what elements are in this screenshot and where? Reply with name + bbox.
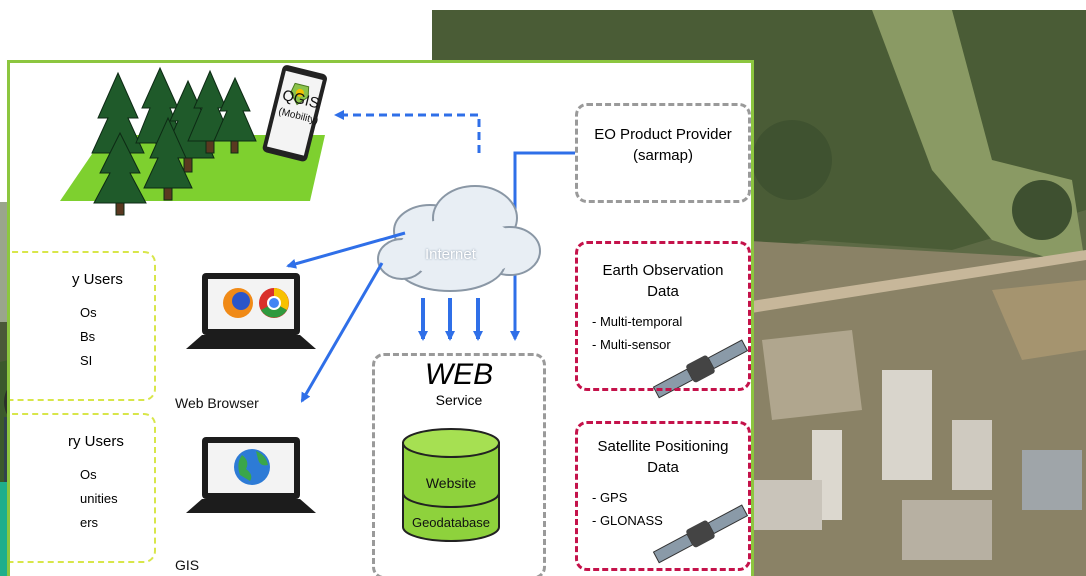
sat-pos-item: - GPS: [592, 490, 628, 505]
web-service-box: WEB Service: [372, 353, 546, 576]
satellite-image: [432, 10, 1086, 576]
database-website-label: Website: [425, 475, 477, 491]
primary-users-box: y Users Os Bs SI: [10, 251, 156, 401]
gis-label: GIS: [175, 557, 200, 573]
diagram-graphics: [60, 65, 749, 564]
eo-data-item: - Multi-temporal: [592, 314, 683, 329]
earth-observation-data-box: Earth Observation Data - Multi-temporal …: [575, 241, 751, 391]
database-geodatabase-label: Geodatabase: [411, 515, 491, 530]
internet-label: Internet: [425, 246, 476, 263]
sat-pos-title: Satellite Positioning: [597, 438, 729, 455]
sat-pos-item: - GLONASS: [592, 513, 663, 528]
gis-laptop-icon: [186, 437, 316, 513]
eo-data-subtitle: Data: [647, 283, 679, 300]
sat-pos-subtitle: Data: [647, 459, 679, 476]
eo-data-item: - Multi-sensor: [592, 337, 671, 352]
web-title: WEB: [424, 358, 494, 391]
web-browser-laptop-icon: [186, 273, 316, 349]
secondary-users-item: unities: [80, 491, 118, 506]
architecture-diagram: QGIS (Mobility) EO Product Provider (sar…: [7, 60, 754, 576]
secondary-users-box: ry Users Os unities ers: [10, 413, 156, 563]
qgis-device-icon: [262, 65, 327, 162]
secondary-users-item: Os: [80, 467, 97, 482]
satellite-icon: [652, 504, 749, 564]
eo-provider-title: EO Product Provider: [594, 126, 732, 143]
primary-users-item: Bs: [80, 329, 96, 344]
database-icon: [402, 428, 500, 542]
secondary-users-item: ers: [80, 515, 99, 530]
eo-provider-subtitle: (sarmap): [632, 147, 693, 164]
satellite-positioning-data-box: Satellite Positioning Data - GPS - GLONA…: [575, 421, 751, 571]
web-service-subtitle: Service: [435, 392, 483, 408]
primary-users-title: y Users: [72, 271, 123, 288]
internet-cloud-icon: [377, 185, 541, 292]
primary-users-item: Os: [80, 305, 97, 320]
eo-product-provider-box: EO Product Provider (sarmap): [575, 103, 751, 203]
tree-icons: [91, 66, 257, 216]
primary-users-item: SI: [80, 353, 93, 368]
web-browser-label: Web Browser: [175, 395, 259, 411]
eo-data-title: Earth Observation: [602, 262, 724, 279]
secondary-users-title: ry Users: [68, 433, 124, 450]
